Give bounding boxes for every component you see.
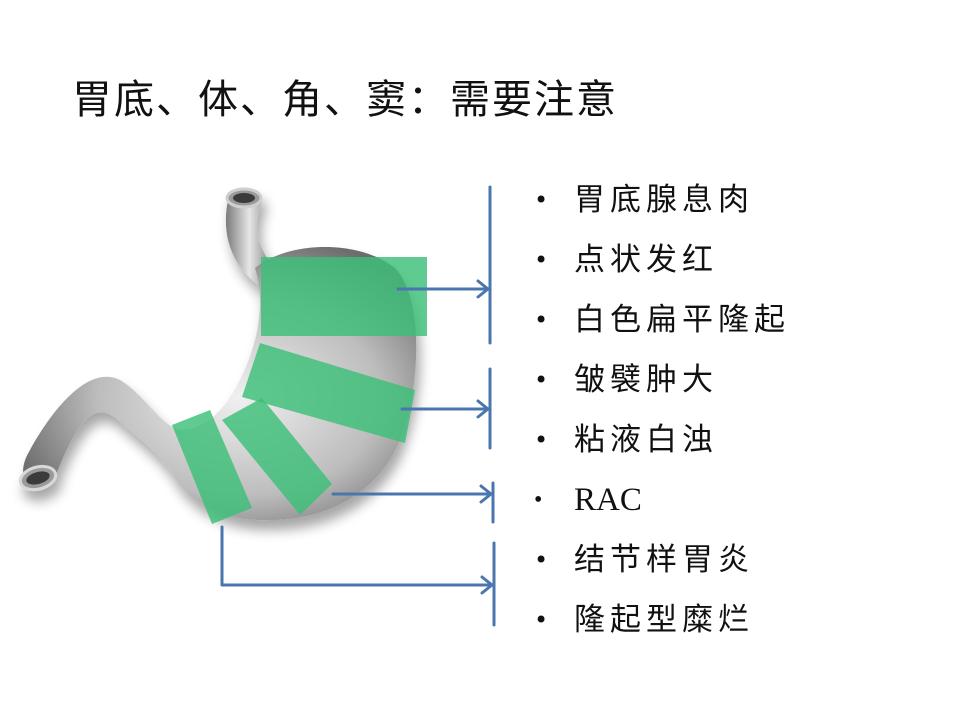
- bullet-icon: •: [534, 546, 554, 574]
- list-item: • 点状发红: [530, 230, 790, 290]
- list-item: • RAC: [530, 470, 790, 530]
- angle-highlight: [222, 398, 332, 515]
- bullet-icon: •: [534, 306, 554, 334]
- list-item: • 皱襞肿大: [530, 350, 790, 410]
- list-item: • 胃底腺息肉: [530, 170, 790, 230]
- list-item: • 隆起型糜烂: [530, 590, 790, 650]
- list-item-label: 粘液白浊: [574, 422, 718, 458]
- list-item-label: RAC: [574, 482, 642, 518]
- bullet-icon: •: [534, 366, 554, 394]
- slide-title: 胃底、体、角、窦：需要注意: [72, 77, 618, 123]
- fundus-highlight: [261, 257, 427, 336]
- body-highlight: [242, 343, 415, 443]
- bullet-icon: •: [534, 186, 554, 214]
- bullet-icon: •: [534, 426, 554, 454]
- antrum-highlight: [172, 410, 252, 524]
- list-item-label: 结节样胃炎: [574, 542, 754, 578]
- finding-list: • 胃底腺息肉 • 点状发红 • 白色扁平隆起 • 皱襞肿大 • 粘液白浊 • RAC • 结…: [530, 170, 790, 650]
- bullet-icon: •: [534, 246, 554, 274]
- list-item-label: 胃底腺息肉: [574, 182, 754, 218]
- list-item-label: 白色扁平隆起: [574, 302, 790, 338]
- highlight-regions: [172, 257, 427, 524]
- list-item-label: 皱襞肿大: [574, 362, 718, 398]
- connectors: [220, 185, 496, 627]
- bullet-icon: •: [534, 487, 543, 513]
- bullet-icon: •: [534, 606, 554, 634]
- list-item-label: 隆起型糜烂: [574, 602, 754, 638]
- list-item-label: 点状发红: [574, 242, 718, 278]
- list-item: • 粘液白浊: [530, 410, 790, 470]
- list-item: • 结节样胃炎: [530, 530, 790, 590]
- list-item: • 白色扁平隆起: [530, 290, 790, 350]
